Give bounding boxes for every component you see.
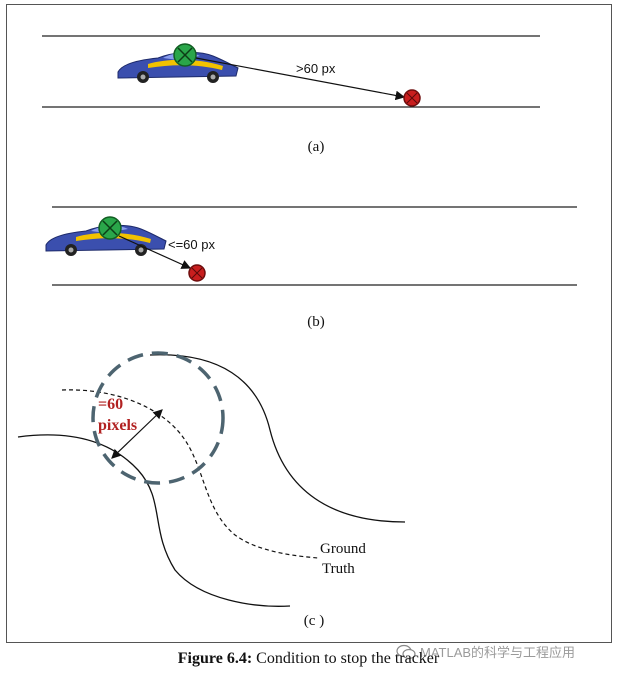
radius-label: =60 (98, 396, 123, 413)
ground-truth-label: Ground (320, 541, 366, 557)
watermark: MATLAB的科学与工程应用 (396, 642, 575, 661)
target-marker (188, 264, 206, 282)
panel-c: =60 pixels Ground Truth (c ) (17, 351, 406, 629)
panel-label: (a) (308, 139, 325, 155)
estimate-marker (98, 216, 122, 240)
watermark-text: MATLAB的科学与工程应用 (420, 645, 576, 660)
panel-label: (b) (307, 314, 325, 330)
radius-label: pixels (98, 417, 137, 434)
distance-arrow (118, 235, 192, 269)
search-radius-circle (91, 351, 225, 485)
estimate-marker (173, 43, 197, 67)
caption-text: Condition to stop the tracker (252, 650, 440, 667)
road-boundary-lower (17, 434, 291, 607)
distance-label: <=60 px (168, 237, 215, 252)
distance-arrow (195, 57, 406, 101)
figure-canvas: >60 px (a) <=60 px (b) (17, 35, 577, 629)
ground-truth-path (61, 389, 319, 559)
panel-label: (c ) (304, 613, 324, 629)
ground-truth-label: Truth (322, 561, 355, 577)
distance-label: >60 px (296, 61, 336, 76)
panel-b: <=60 px (b) (45, 206, 577, 330)
car-icon (117, 51, 239, 83)
panel-a: >60 px (a) (42, 35, 540, 155)
caption-number: Figure 6.4: (177, 650, 253, 667)
radius-arrow (111, 409, 163, 459)
road-boundary-upper (149, 354, 406, 523)
figure-frame (6, 4, 612, 643)
figure-caption: Figure 6.4: Condition to stop the tracke… (0, 650, 617, 668)
wechat-icon (396, 644, 416, 659)
target-marker (403, 89, 421, 107)
